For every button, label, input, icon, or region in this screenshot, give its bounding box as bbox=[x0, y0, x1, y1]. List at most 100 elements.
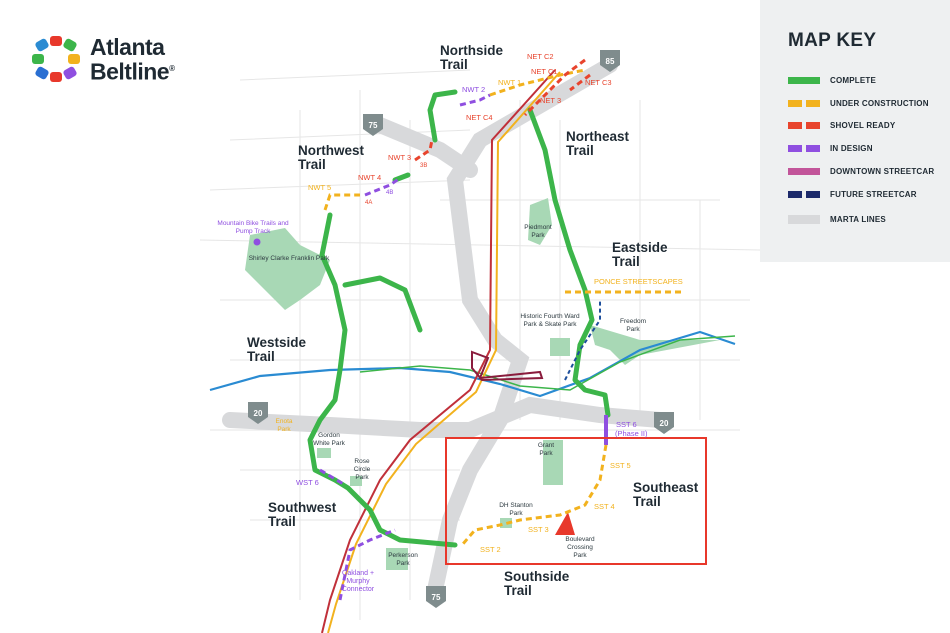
label-southwest-trail: Southwest Trail bbox=[268, 500, 337, 529]
park-rose bbox=[350, 476, 362, 486]
future-streetcar bbox=[564, 300, 601, 381]
key-future-streetcar: FUTURE STREETCAR bbox=[788, 187, 917, 201]
seg-net-c1: NET C1 bbox=[531, 67, 558, 76]
downtown-streetcar bbox=[471, 350, 544, 382]
seg-nwt-4b: 4B bbox=[386, 190, 394, 196]
swatch-complete bbox=[788, 76, 820, 84]
beltline-logo-icon bbox=[32, 36, 80, 82]
label-northwest-trail: Northwest Trail bbox=[298, 143, 365, 172]
park-label-mountain-bike: Mountain Bike Trails and Pump Track bbox=[217, 220, 289, 235]
seg-ponce: PONCE STREETSCAPES bbox=[594, 277, 683, 286]
key-under-construction: UNDER CONSTRUCTION bbox=[788, 96, 929, 110]
label-westside-trail: Westside Trail bbox=[247, 335, 307, 364]
key-shovel-ready: SHOVEL READY bbox=[788, 118, 895, 132]
seg-net-c2: NET C2 bbox=[527, 52, 554, 61]
seg-nwt-1: NWT 1 bbox=[498, 78, 522, 87]
park-fourth-ward bbox=[550, 338, 570, 356]
seg-sst-4: SST 4 bbox=[594, 502, 615, 511]
seg-sst-5: SST 5 bbox=[610, 461, 631, 470]
i75-south-label: 75 bbox=[432, 593, 441, 602]
key-marta-lines: MARTA LINES bbox=[788, 212, 886, 226]
park-shirley bbox=[245, 228, 330, 310]
label-southeast-trail: Southeast Trail bbox=[633, 480, 699, 509]
i20-west-label: 20 bbox=[254, 409, 263, 418]
park-grant bbox=[543, 440, 563, 485]
i75-north-shield: 75 bbox=[363, 114, 383, 136]
swatch-downtown-streetcar bbox=[788, 167, 820, 175]
map-key-title: MAP KEY bbox=[788, 30, 877, 51]
park-label-gordon-white: Gordon White Park bbox=[313, 432, 345, 447]
park-dh-stanton bbox=[500, 518, 512, 528]
key-label-under-construction: UNDER CONSTRUCTION bbox=[830, 98, 929, 108]
swatch-under-construction bbox=[788, 99, 820, 107]
seg-nwt-2: NWT 2 bbox=[462, 85, 486, 94]
park-label-dh-stanton: DH Stanton Park bbox=[499, 502, 533, 517]
park-perkerson bbox=[386, 548, 408, 570]
seg-sst-6: SST 6 bbox=[616, 420, 637, 429]
logo-line1: Atlanta bbox=[90, 34, 165, 60]
key-downtown-streetcar: DOWNTOWN STREETCAR bbox=[788, 164, 934, 178]
streetcar-line-yellow bbox=[327, 71, 561, 633]
seg-sst-6-phase: (Phase II) bbox=[615, 429, 648, 438]
label-northeast-trail: Northeast Trail bbox=[566, 129, 630, 158]
key-label-future-streetcar: FUTURE STREETCAR bbox=[830, 189, 917, 199]
trail-in-design bbox=[319, 93, 491, 601]
seg-sst-2: SST 2 bbox=[480, 545, 501, 554]
park-label-shirley: Shirley Clarke Franklin Park bbox=[248, 255, 330, 262]
key-label-downtown-streetcar: DOWNTOWN STREETCAR bbox=[830, 166, 935, 176]
key-label-marta-lines: MARTA LINES bbox=[830, 214, 886, 224]
seg-nwt-3b: 3B bbox=[420, 163, 428, 169]
seg-wst-6: WST 6 bbox=[296, 478, 319, 487]
seg-net-3: NET 3 bbox=[540, 96, 562, 105]
key-label-complete: COMPLETE bbox=[830, 75, 877, 85]
swatch-future-streetcar bbox=[788, 190, 820, 198]
park-label-grant: Grant Park bbox=[537, 442, 555, 457]
park-label-perkerson: Perkerson Park bbox=[388, 552, 418, 567]
seg-net-c4: NET C4 bbox=[466, 113, 493, 122]
key-label-shovel-ready: SHOVEL READY bbox=[830, 120, 896, 130]
atlanta-beltline-logo: Atlanta Beltline® bbox=[32, 34, 192, 84]
park-label-freedom: Freedom Park bbox=[619, 318, 646, 333]
trail-complete bbox=[307, 89, 611, 548]
southeast-highlight bbox=[445, 437, 707, 565]
logo-wordmark: Atlanta Beltline® bbox=[90, 34, 175, 85]
river-green bbox=[359, 335, 736, 391]
swatch-shovel-ready bbox=[788, 121, 820, 129]
label-southside-trail: Southside Trail bbox=[504, 569, 570, 598]
seg-nwt-4: NWT 4 bbox=[358, 173, 382, 182]
logo-line2: Beltline bbox=[90, 58, 170, 85]
park-label-piedmont: Piedmont Park bbox=[524, 224, 552, 239]
i85-shield: 85 bbox=[600, 50, 620, 72]
park-label-fourth-ward: Historic Fourth Ward Park & Skate Park bbox=[520, 313, 580, 328]
key-label-in-design: IN DESIGN bbox=[830, 143, 873, 153]
park-label-boulevard: Boulevard Crossing Park bbox=[565, 536, 595, 559]
park-label-enota: Enota Park bbox=[275, 418, 293, 433]
park-gordon bbox=[317, 448, 331, 458]
i75-north-label: 75 bbox=[369, 121, 378, 130]
park-label-oakland: Oakland + Murphy Connector bbox=[341, 570, 375, 593]
label-eastside-trail: Eastside Trail bbox=[612, 240, 668, 269]
i20-east-label: 20 bbox=[660, 419, 669, 428]
key-in-design: IN DESIGN bbox=[788, 141, 873, 155]
seg-sst-3: SST 3 bbox=[528, 525, 549, 534]
mountain-bike-marker bbox=[253, 238, 261, 246]
river bbox=[209, 330, 736, 398]
seg-nwt-3: NWT 3 bbox=[388, 153, 412, 162]
seg-nwt-5: NWT 5 bbox=[308, 183, 332, 192]
label-northside-trail: Northside Trail bbox=[440, 43, 504, 72]
i20-east-shield: 20 bbox=[654, 412, 674, 434]
i75-south-shield: 75 bbox=[426, 586, 446, 608]
park-label-rose-circle: Rose Circle Park bbox=[353, 458, 371, 481]
park-piedmont bbox=[528, 198, 552, 245]
i20-west-shield: 20 bbox=[248, 402, 268, 424]
map-key: MAP KEY COMPLETE UNDER CONSTRUCTION SHOV… bbox=[760, 0, 950, 262]
trail-shovel-ready bbox=[414, 58, 591, 162]
seg-nwt-4a: 4A bbox=[365, 200, 373, 206]
i85-label: 85 bbox=[606, 57, 615, 66]
logo-trademark: ® bbox=[169, 64, 175, 73]
streetcar-line-red bbox=[321, 69, 556, 633]
swatch-in-design bbox=[788, 144, 820, 152]
seg-net-c3: NET C3 bbox=[585, 78, 612, 87]
park-boulevard bbox=[555, 512, 575, 535]
